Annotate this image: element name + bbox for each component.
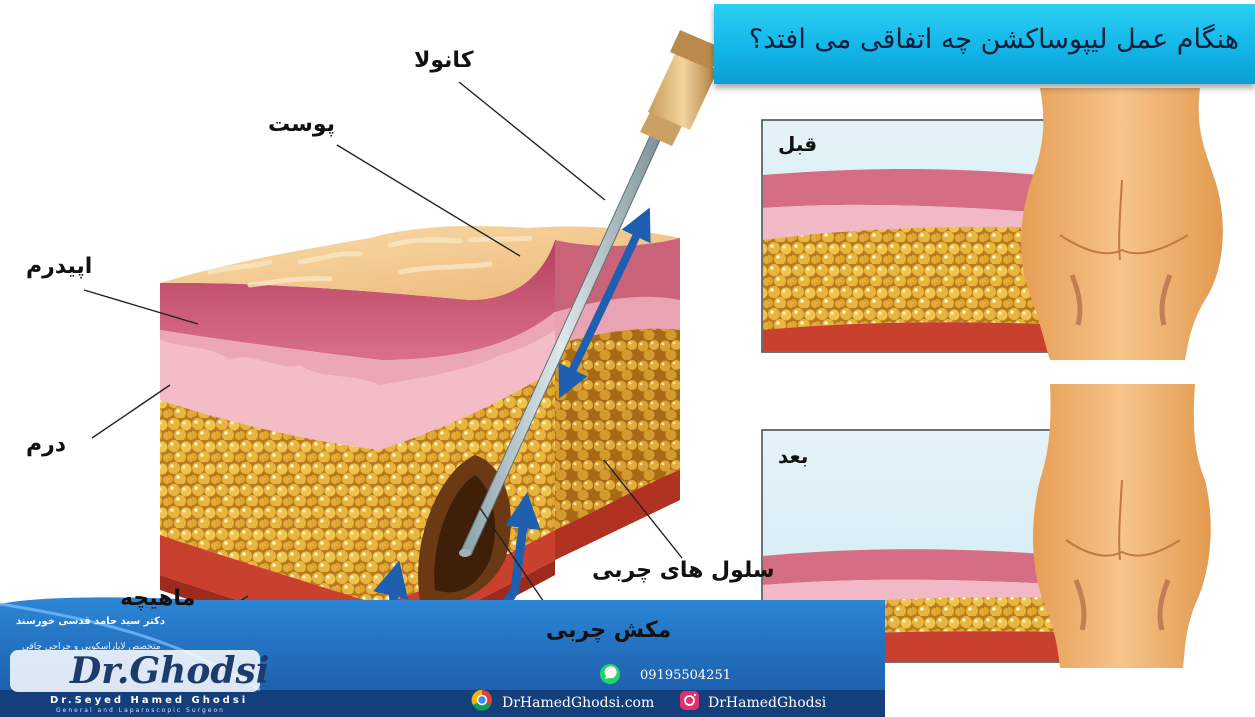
doctor-name-en: Dr.Seyed Hamed Ghodsi (50, 695, 248, 706)
logo: Dr.Ghodsi (70, 650, 269, 692)
label-fat-cells: سلول های چربی (592, 558, 775, 583)
label-muscle: ماهیچه (120, 586, 195, 611)
label-dermis: درم (26, 432, 66, 457)
before-panel (762, 88, 1223, 360)
body-before (1021, 88, 1223, 360)
doctor-subtitle-en: General and Laparoscopic Surgeon (56, 707, 225, 714)
label-after: بعد (778, 444, 808, 468)
website-link[interactable]: DrHamedGhodsi.com (502, 695, 654, 711)
label-skin: پوست (268, 112, 335, 137)
phone-number[interactable]: 09195504251 (640, 668, 731, 683)
label-epidermis: اپیدرم (26, 254, 92, 279)
page-title: هنگام عمل لیپوساکشن چه اتفاقی می افتد؟ (749, 24, 1239, 55)
skin-block (160, 226, 680, 660)
instagram-icon (680, 691, 699, 710)
title-banner: هنگام عمل لیپوساکشن چه اتفاقی می افتد؟ (714, 4, 1255, 84)
whatsapp-icon (600, 664, 620, 684)
instagram-handle[interactable]: DrHamedGhodsi (708, 695, 826, 711)
label-fat-suction: مکش چربی (546, 618, 671, 643)
doctor-name-fa: دکتر سید حامد قدسی خورسند (16, 616, 165, 627)
label-cannula: کانولا (414, 48, 474, 73)
body-after (1033, 384, 1211, 668)
label-before: قبل (778, 132, 817, 156)
